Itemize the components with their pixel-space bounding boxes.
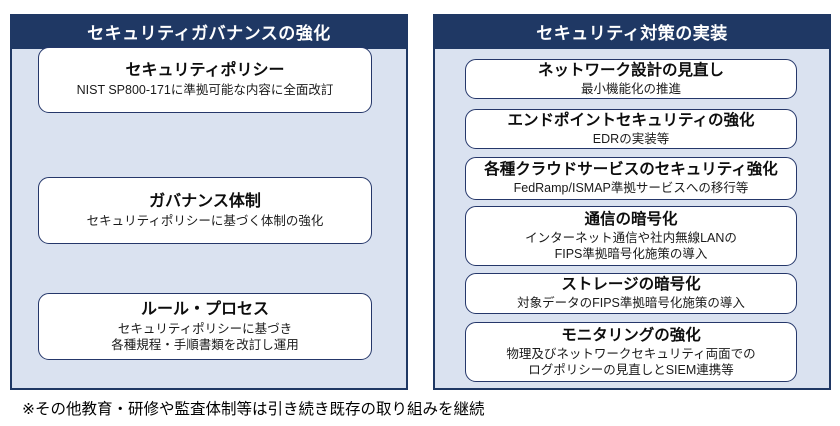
box-storage-encryption-title: ストレージの暗号化: [561, 276, 701, 294]
box-rules-process-detail-2: 各種規程・手順書類を改訂し運用: [111, 337, 299, 352]
box-governance-structure-detail: セキュリティポリシーに基づく体制の強化: [86, 213, 324, 228]
box-governance-structure: ガバナンス体制 セキュリティポリシーに基づく体制の強化: [38, 177, 372, 244]
box-monitoring-detail-1: 物理及びネットワークセキュリティ両面での: [506, 346, 756, 361]
box-security-policy-title: セキュリティポリシー: [125, 62, 285, 80]
box-endpoint-security-detail: EDRの実装等: [592, 131, 670, 146]
box-cloud-security-detail: FedRamp/ISMAP準拠サービスへの移行等: [513, 181, 749, 196]
box-communication-encryption-detail-1: インターネット通信や社内無線LANの: [525, 230, 737, 245]
box-monitoring-title: モニタリングの強化: [561, 326, 701, 344]
governance-panel: セキュリティガバナンスの強化 セキュリティポリシー NIST SP800-171…: [10, 14, 408, 390]
box-rules-process-title: ルール・プロセス: [140, 300, 269, 318]
implementation-panel: セキュリティ対策の実装 ネットワーク設計の見直し 最小機能化の推進 エンドポイン…: [433, 14, 831, 390]
implementation-panel-title: セキュリティ対策の実装: [433, 14, 831, 49]
box-cloud-security-title: 各種クラウドサービスのセキュリティ強化: [484, 161, 778, 179]
box-monitoring: モニタリングの強化 物理及びネットワークセキュリティ両面での ログポリシーの見直…: [465, 322, 797, 382]
governance-panel-title: セキュリティガバナンスの強化: [10, 14, 408, 49]
box-cloud-security: 各種クラウドサービスのセキュリティ強化 FedRamp/ISMAP準拠サービスへ…: [465, 157, 797, 200]
box-security-policy-detail: NIST SP800-171に準拠可能な内容に全面改訂: [76, 83, 334, 98]
box-network-design-title: ネットワーク設計の見直し: [537, 61, 724, 79]
box-security-policy: セキュリティポリシー NIST SP800-171に準拠可能な内容に全面改訂: [38, 47, 372, 113]
box-network-design-detail: 最小機能化の推進: [580, 81, 681, 96]
box-monitoring-detail-2: ログポリシーの見直しとSIEM連携等: [528, 363, 734, 378]
box-network-design: ネットワーク設計の見直し 最小機能化の推進: [465, 59, 797, 99]
box-storage-encryption: ストレージの暗号化 対象データのFIPS準拠暗号化施策の導入: [465, 273, 797, 314]
box-governance-structure-title: ガバナンス体制: [149, 192, 261, 210]
box-communication-encryption-detail-2: FIPS準拠暗号化施策の導入: [554, 247, 708, 262]
box-endpoint-security-title: エンドポイントセキュリティの強化: [507, 111, 755, 129]
box-endpoint-security: エンドポイントセキュリティの強化 EDRの実装等: [465, 109, 797, 149]
box-communication-encryption-title: 通信の暗号化: [584, 210, 678, 228]
box-rules-process-detail-1: セキュリティポリシーに基づき: [117, 321, 293, 336]
footnote: ※その他教育・研修や監査体制等は引き続き既存の取り組みを継続: [22, 401, 485, 418]
box-storage-encryption-detail: 対象データのFIPS準拠暗号化施策の導入: [517, 296, 745, 311]
box-rules-process: ルール・プロセス セキュリティポリシーに基づき 各種規程・手順書類を改訂し運用: [38, 293, 372, 360]
box-communication-encryption: 通信の暗号化 インターネット通信や社内無線LANの FIPS準拠暗号化施策の導入: [465, 206, 797, 266]
